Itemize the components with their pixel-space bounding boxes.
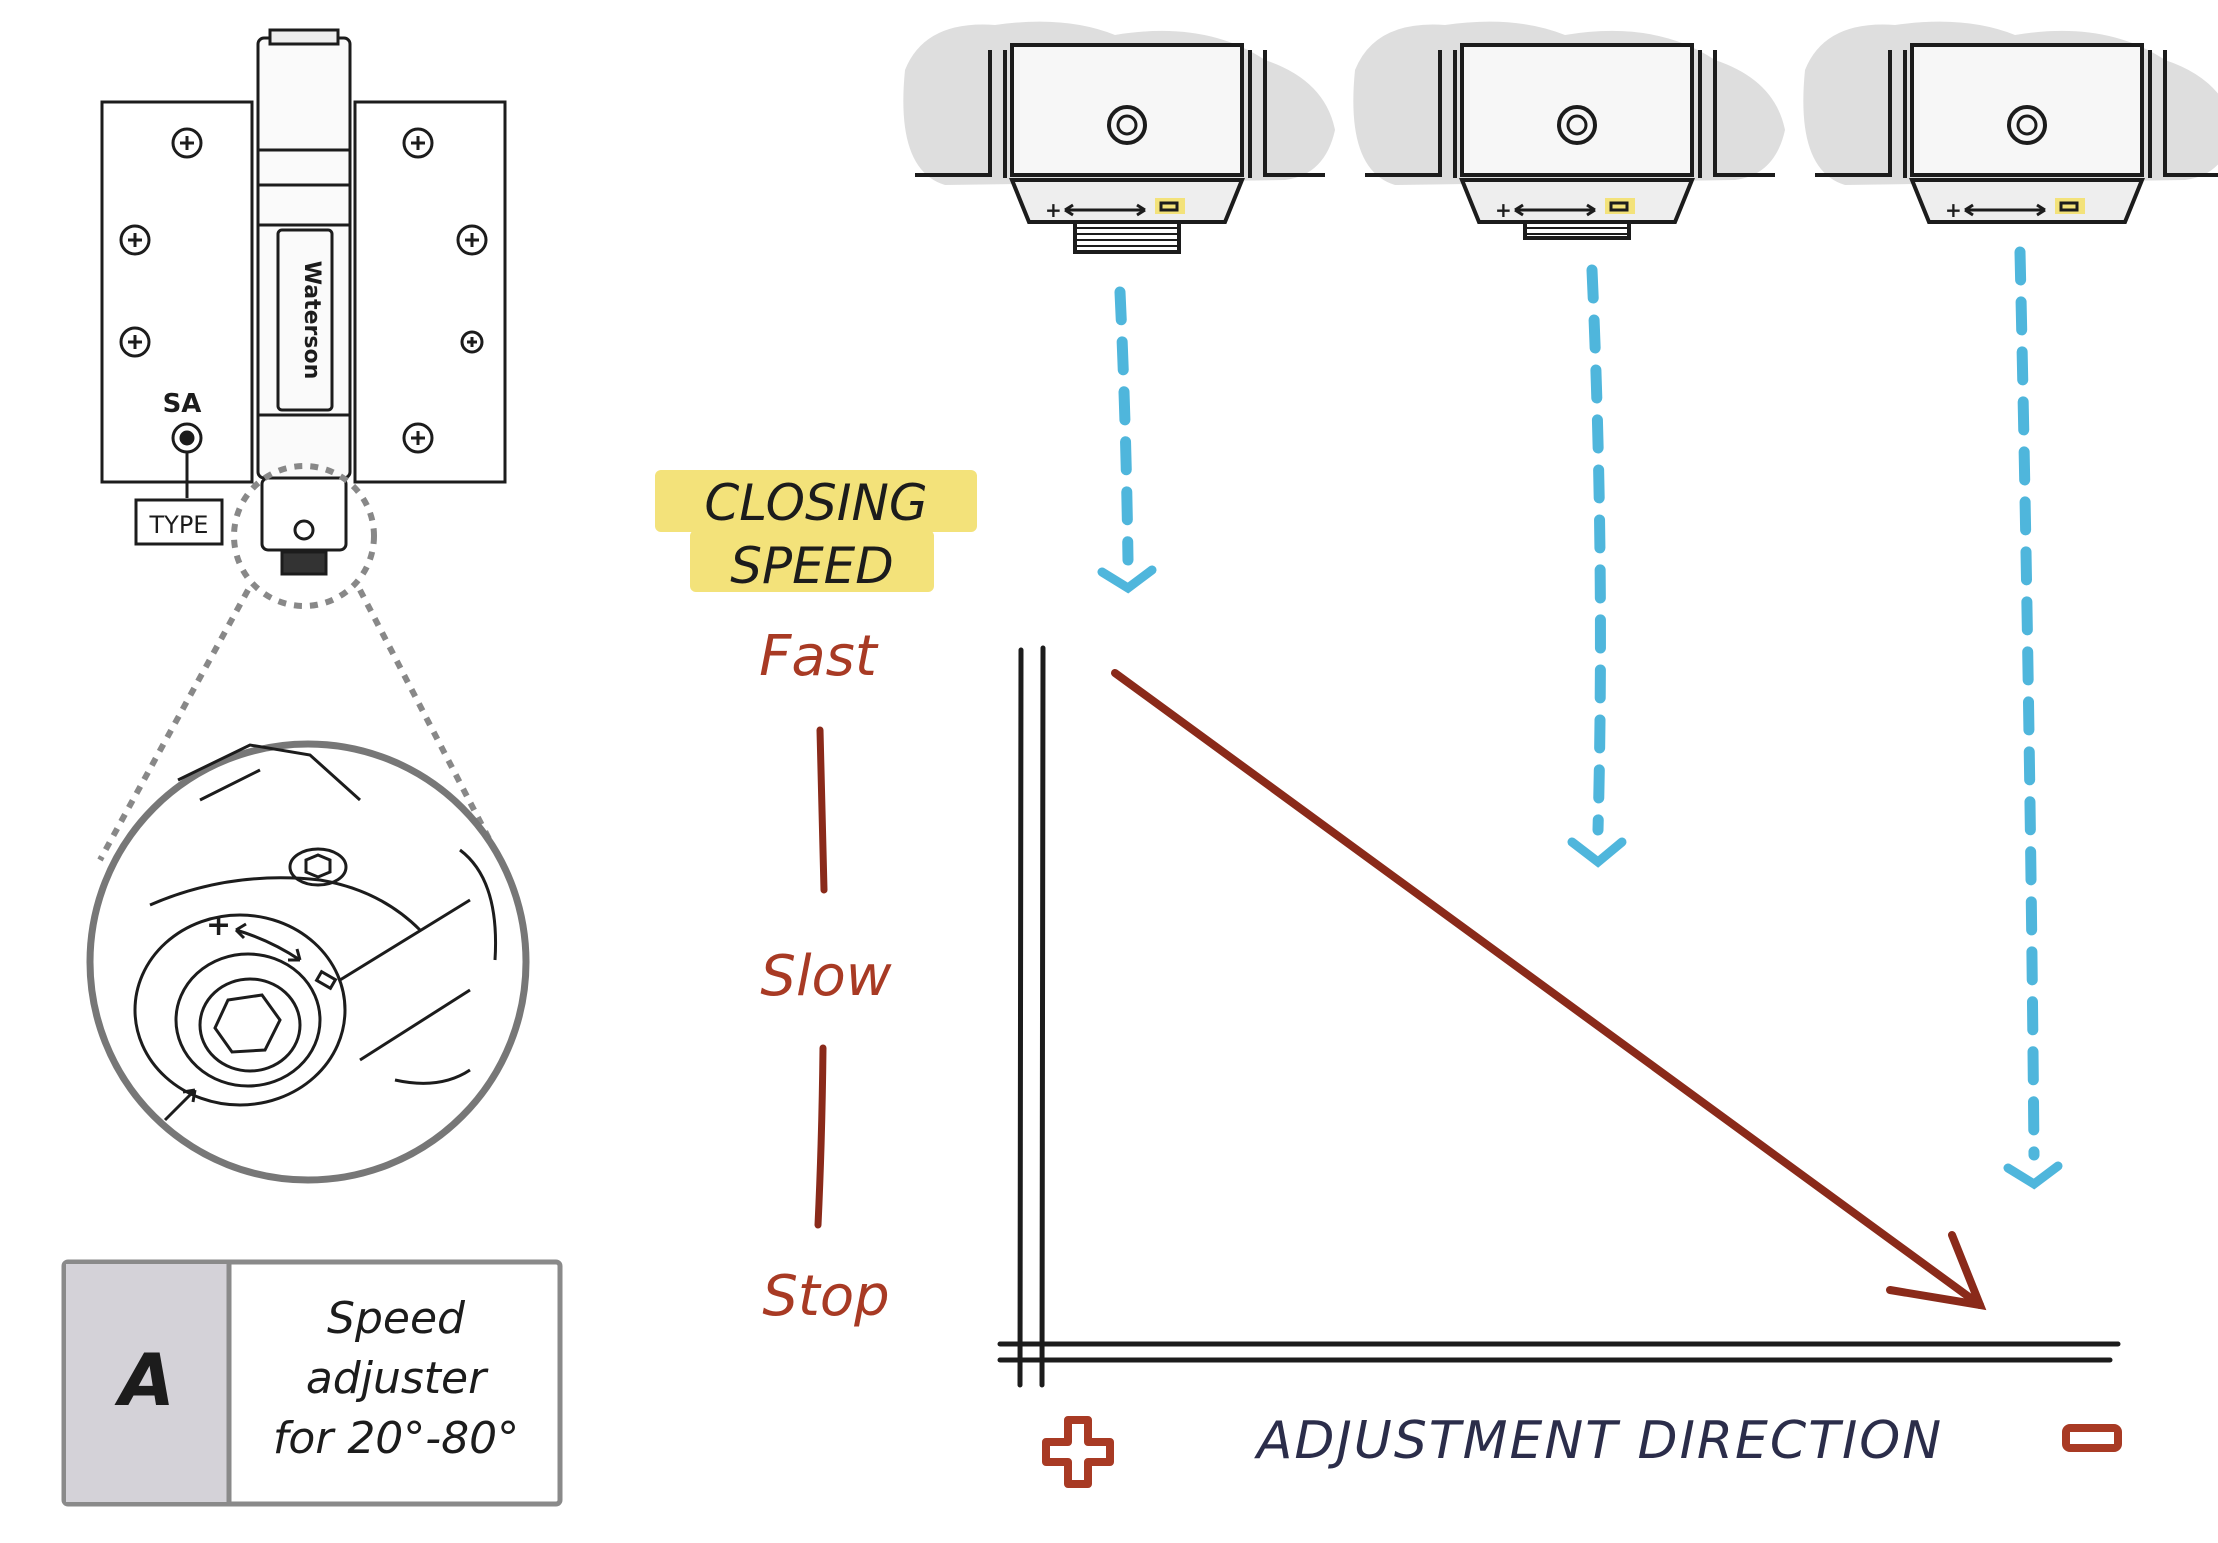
legend-line-2: adjuster <box>306 1353 489 1404</box>
plus-icon: + <box>1495 198 1512 222</box>
adjuster-thread <box>1073 220 1181 254</box>
minus-icon <box>2059 201 2079 212</box>
adjuster-body <box>1910 43 2144 177</box>
legend-letter: A <box>114 1338 175 1422</box>
minus-icon <box>1609 201 1629 212</box>
zoom-callout <box>97 463 503 862</box>
hex-socket-icon <box>1107 105 1147 145</box>
adjuster-thumbnail-retracted: + <box>1803 21 2218 224</box>
x-title-label: ADJUSTMENT DIRECTION <box>1254 1411 1943 1471</box>
hex-socket-icon <box>1557 105 1597 145</box>
trend-arrow <box>1111 669 1987 1311</box>
hex-socket-icon <box>2007 105 2047 145</box>
x-axis-title: ADJUSTMENT DIRECTION <box>1042 1411 2122 1488</box>
y-level-stop: Stop <box>762 1264 889 1329</box>
minus-icon <box>314 969 338 991</box>
adjuster-body <box>1460 43 1694 177</box>
screw-icon <box>119 127 203 358</box>
y-axis-title: CLOSING SPEED <box>655 470 977 595</box>
screw-icon <box>402 127 488 454</box>
y-level-connectors <box>814 726 828 1229</box>
adjuster-body <box>1010 43 1244 177</box>
adjuster-thumbnail-middle: + <box>1353 21 1785 240</box>
plus-icon: + <box>206 908 231 943</box>
hinge-brand-logo: Waterson <box>299 261 324 380</box>
y-title-line-2: SPEED <box>730 537 894 595</box>
adjuster-thumbnail-extended: + <box>903 21 1335 254</box>
down-arrow-icon <box>1567 264 1627 868</box>
type-mark-label: SA <box>163 389 202 419</box>
plus-icon: + <box>1945 198 1962 222</box>
zoom-detail-circle: + <box>86 740 530 1184</box>
hinge-drawing: Waterson SA TYPE <box>100 28 507 576</box>
minus-icon <box>2062 1424 2122 1452</box>
y-title-line-1: CLOSING <box>704 474 927 532</box>
y-level-slow: Slow <box>760 944 891 1009</box>
graph-axes <box>997 645 2121 1388</box>
legend-line-3: for 20°-80° <box>273 1413 519 1464</box>
y-level-fast: Fast <box>759 624 879 689</box>
minus-icon <box>1159 201 1179 212</box>
legend-line-1: Speed <box>327 1293 466 1344</box>
adjuster-thread <box>1523 220 1631 240</box>
plus-icon <box>1042 1416 1114 1488</box>
plus-icon: + <box>1045 198 1062 222</box>
legend-box: A Speed adjuster for 20°-80° <box>61 1259 563 1507</box>
down-arrow-icon <box>1097 286 1157 594</box>
down-arrow-icon <box>2003 246 2063 1190</box>
drop-arrows <box>1097 246 2063 1190</box>
type-label: TYPE <box>149 511 209 539</box>
